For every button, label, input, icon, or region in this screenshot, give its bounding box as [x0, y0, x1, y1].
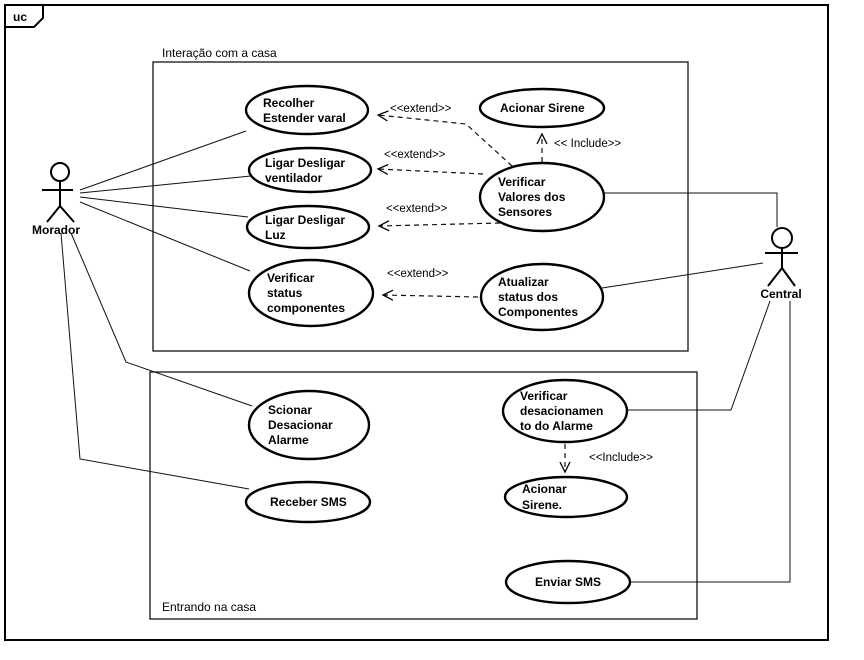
usecase-verificar-valores-label: Verificar Valores dos Sensores	[498, 175, 569, 219]
actor-morador-head	[50, 162, 70, 182]
actor-central-head	[771, 227, 793, 249]
usecase-scionar-alarme-label: Scionar Desacionar Alarme	[268, 403, 336, 447]
boundary-entrando-label: Entrando na casa	[162, 600, 256, 614]
frame-tag-label: uc	[13, 10, 27, 24]
usecase-scionar-desacionar-alarme: Scionar Desacionar Alarme	[247, 389, 371, 461]
usecase-atualizar-shape	[479, 262, 605, 332]
usecase-verificar-status-shape	[247, 258, 375, 328]
dependency-arrows: <<extend>> <<extend>> <<extend>> <<exten…	[376, 103, 653, 474]
boundary-entrando-na-casa: Entrando na casa	[149, 371, 698, 620]
include-label-bottom: <<Include>>	[589, 452, 653, 464]
extend-arrow-ventilador	[376, 163, 484, 176]
association-verificar-desacionamento-central	[628, 300, 771, 411]
usecase-acionar-sirene-bottom-shape	[503, 475, 629, 519]
association-verificar-valores-central	[603, 192, 778, 227]
usecase-acionar-sirene-top-shape	[478, 87, 606, 129]
actor-central-label: Central	[760, 287, 801, 301]
actor-morador-body	[42, 181, 75, 223]
usecase-verificar-valores-shape	[478, 161, 606, 233]
usecase-recolher-shape	[244, 84, 370, 136]
usecase-scionar-alarme-shape	[247, 389, 371, 461]
boundary-interacao-rect	[152, 61, 689, 352]
usecase-acionar-sirene-top: Acionar Sirene	[478, 87, 606, 129]
frame-tag-pentagon	[4, 4, 44, 28]
association-lines	[60, 130, 791, 583]
usecase-enviar-sms: Enviar SMS	[504, 559, 632, 605]
usecase-ventilador-shape	[247, 146, 373, 194]
frame-border	[4, 4, 829, 641]
usecase-verificar-status-label: Verificar status componentes	[267, 271, 345, 315]
boundary-interacao-label: Interação com a casa	[162, 46, 277, 60]
usecase-ligar-desligar-luz: Ligar Desligar Luz	[245, 204, 371, 250]
actor-central-body	[765, 248, 798, 287]
usecase-luz-shape	[245, 204, 371, 250]
usecase-receber-sms: Receber SMS	[244, 480, 372, 524]
association-morador-verificar-status	[79, 201, 251, 272]
usecase-verificar-desacionamento-alarme: Verificar desacionamen to do Alarme	[501, 378, 629, 444]
usecase-ligar-desligar-ventilador: Ligar Desligar ventilador	[247, 146, 373, 194]
association-morador-luz	[79, 196, 249, 218]
usecase-verificar-desacionamento-label: Verificar desacionamen to do Alarme	[520, 389, 607, 433]
usecase-atualizar-label: Atualizar status dos Componentes	[498, 275, 578, 319]
usecase-atualizar-status-componentes: Atualizar status dos Componentes	[479, 262, 605, 332]
actor-morador: Morador	[32, 162, 80, 237]
usecase-recolher-label: Recolher Estender varal	[263, 96, 346, 125]
usecase-enviar-sms-label: Enviar SMS	[535, 575, 601, 589]
association-morador-receber-sms	[60, 232, 250, 490]
usecase-recolher-estender-varal: Recolher Estender varal	[244, 84, 370, 136]
extend-arrow-recolher	[376, 110, 513, 167]
include-label-top: << Include>>	[554, 138, 621, 150]
extend-label-luz: <<extend>>	[386, 203, 448, 215]
extend-arrow-luz	[377, 220, 501, 232]
usecase-luz-label: Ligar Desligar Luz	[265, 213, 348, 242]
usecase-acionar-sirene-bottom: Acionar Sirene.	[503, 475, 629, 519]
boundary-interacao-com-a-casa: Interação com a casa	[152, 46, 689, 352]
association-morador-recolher	[79, 130, 247, 191]
usecase-receber-sms-label: Receber SMS	[270, 495, 347, 509]
usecase-receber-sms-shape	[244, 480, 372, 524]
usecase-enviar-sms-shape	[504, 559, 632, 605]
actor-central: Central	[760, 227, 802, 301]
usecase-verificar-status-componentes: Verificar status componentes	[247, 258, 375, 328]
association-enviar-sms-central	[630, 301, 791, 583]
association-atualizar-central	[601, 262, 764, 289]
usecase-acionar-sirene-top-label: Acionar Sirene	[500, 101, 585, 115]
usecase-acionar-sirene-bottom-label: Acionar Sirene.	[522, 482, 570, 512]
extend-label-ventilador: <<extend>>	[384, 149, 446, 161]
association-morador-ventilador	[79, 175, 252, 194]
actor-morador-label: Morador	[32, 223, 80, 237]
extend-label-verificar-status: <<extend>>	[387, 268, 449, 280]
usecase-ventilador-label: Ligar Desligar ventilador	[265, 156, 348, 185]
uml-frame: uc	[4, 4, 829, 641]
boundary-entrando-rect	[149, 371, 698, 620]
usecase-verificar-valores-sensores: Verificar Valores dos Sensores	[478, 161, 606, 233]
extend-label-recolher: <<extend>>	[390, 103, 452, 115]
association-morador-scionar-alarme	[70, 232, 253, 407]
extend-arrow-verificar-status	[381, 289, 479, 301]
usecase-verificar-desacionamento-shape	[501, 378, 629, 444]
